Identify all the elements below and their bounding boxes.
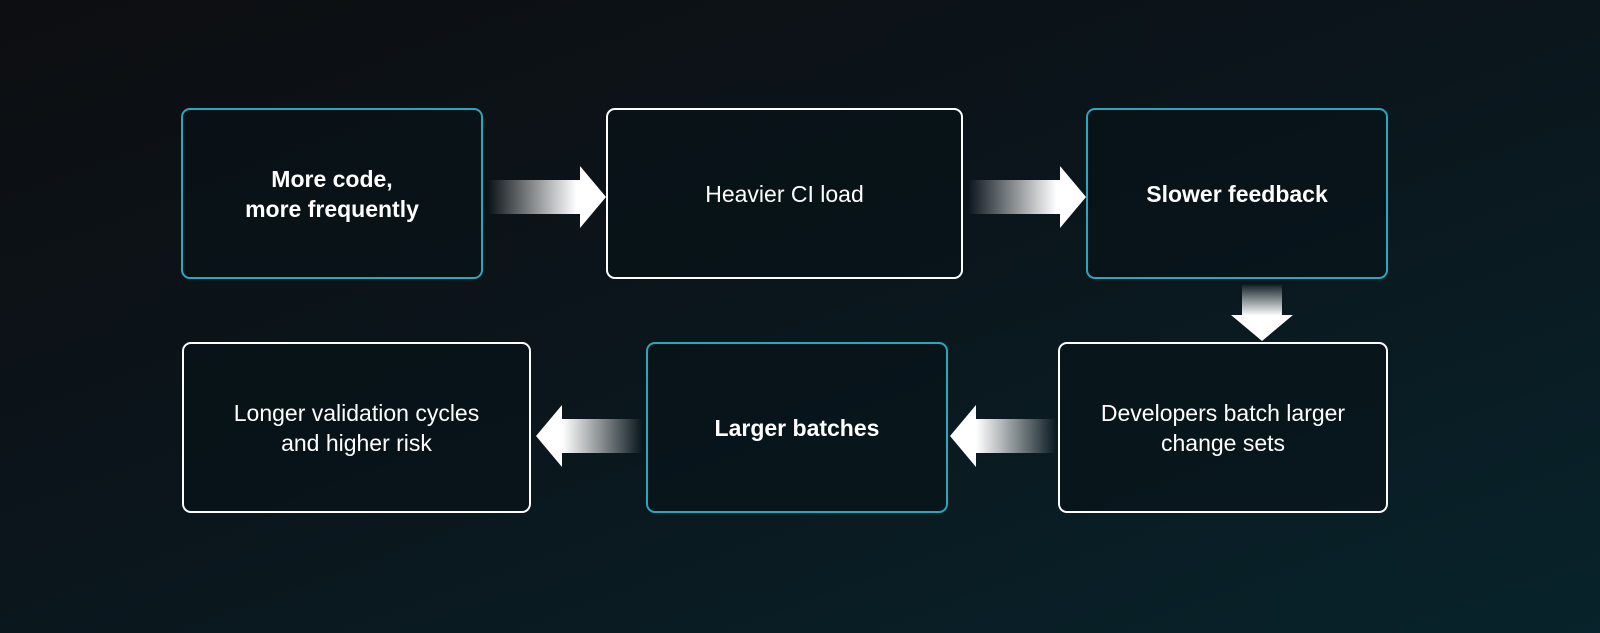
node-developers-batch: Developers batch larger change sets [1058,342,1388,513]
arrow-shape [968,166,1086,228]
node-label: Longer validation cycles and higher risk [233,399,480,456]
node-longer-validation: Longer validation cycles and higher risk [182,342,531,513]
arrow-shape [536,405,642,467]
arrow-down-icon [1231,285,1293,341]
node-more-code: More code, more frequently [181,108,483,279]
arrow-right-icon [968,166,1086,228]
node-label: Larger batches [714,414,880,441]
node-larger-batches: Larger batches [646,342,948,513]
node-label: More code, more frequently [245,165,419,222]
arrow-left-icon [950,405,1056,467]
arrow-right-icon [488,166,606,228]
node-label: Slower feedback [1146,180,1328,207]
arrow-shape [488,166,606,228]
arrow-shape [950,405,1056,467]
node-label: Developers batch larger change sets [1100,399,1346,456]
arrow-left-icon [536,405,642,467]
node-heavier-ci-load: Heavier CI load [606,108,963,279]
node-slower-feedback: Slower feedback [1086,108,1388,279]
arrow-shape [1231,285,1293,341]
node-label: Heavier CI load [705,180,864,207]
